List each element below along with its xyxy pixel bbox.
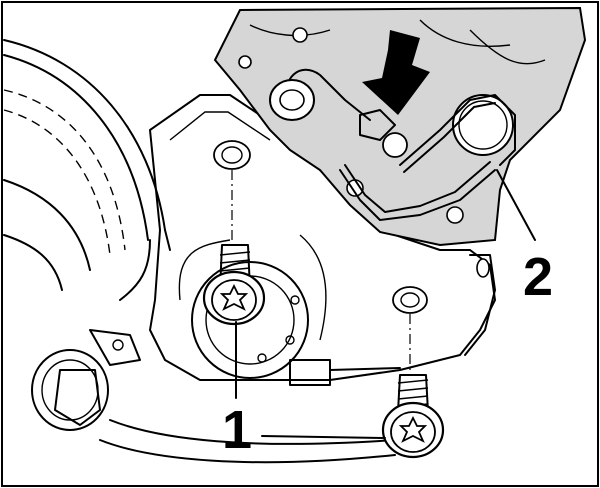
leader-lines xyxy=(235,169,536,439)
callout-1: 1 xyxy=(222,400,252,460)
lock-mechanism xyxy=(213,6,587,247)
lower-left-cylinder xyxy=(31,329,396,464)
lower-bolt-hole xyxy=(392,286,428,370)
upper-bolt-hole xyxy=(213,140,251,240)
torx-icon xyxy=(219,283,249,311)
side-rail xyxy=(289,254,496,386)
bolt-lower xyxy=(381,374,445,459)
wheel-housing xyxy=(3,39,171,301)
torx-icon xyxy=(398,415,428,443)
bolt-upper xyxy=(202,244,266,326)
callout-2: 2 xyxy=(523,247,553,307)
arrow-down-icon xyxy=(362,30,430,115)
